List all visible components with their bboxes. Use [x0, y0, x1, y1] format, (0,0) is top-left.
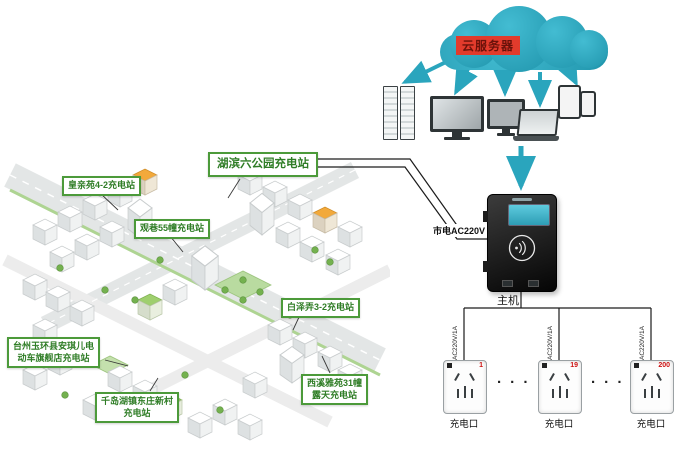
station-label: 观巷55幢充电站	[140, 223, 205, 233]
station-label: 充电站	[123, 407, 151, 418]
tablet-icon	[558, 85, 581, 119]
callout-leader-line	[149, 377, 159, 392]
cloud-server-icon: 云服务器	[428, 4, 618, 76]
cloud-to-server-arrow	[401, 60, 447, 84]
socket-number: 19	[570, 362, 578, 369]
station-callout-xixi-yayuan: 西溪雅苑31幢 露天充电站	[301, 374, 369, 406]
cloud-to-monitor-arrow	[454, 65, 478, 96]
socket-qr-mark	[542, 363, 547, 368]
socket-port-label: 充电口	[449, 419, 479, 430]
ellipsis: · · ·	[591, 374, 625, 391]
host-connector	[502, 280, 513, 287]
cable-rating-label: AC220V/1A	[547, 326, 554, 360]
mains-power-label: 市电AC220V	[431, 224, 488, 237]
charging-socket-1: 1	[443, 360, 487, 414]
callout-leader-line	[104, 359, 129, 367]
cable-rating-label: AC220V/1A	[639, 326, 646, 360]
host-mount-tab	[483, 261, 488, 272]
laptop-icon	[513, 109, 560, 141]
station-callout-guanxiang: 观巷55幢充电站	[134, 219, 211, 239]
station-label: 千岛湖镇东庄新村	[101, 396, 174, 406]
callout-leader-line	[321, 355, 331, 374]
host-to-sockets-wires	[463, 290, 652, 360]
cloud-shape	[570, 30, 608, 68]
station-to-host-wire	[315, 158, 487, 232]
charging-socket-200: 200	[630, 360, 674, 414]
station-label: 动车旗舰店充电站	[17, 352, 90, 363]
socket-port-label: 充电口	[636, 419, 666, 430]
host-logo	[512, 198, 532, 201]
station-label: 湖滨六公园充电站	[217, 158, 309, 170]
socket-qr-mark	[634, 363, 639, 368]
station-callout-qiandaohu: 千岛湖镇东庄新村 充电站	[95, 392, 180, 424]
cloud-server-label: 云服务器	[456, 36, 521, 55]
host-mount-tab	[483, 211, 488, 222]
callout-leader-line	[227, 178, 241, 199]
city-map	[2, 161, 390, 441]
socket-number: 200	[658, 362, 670, 369]
host-screen	[508, 204, 550, 226]
server-rack-icon	[383, 86, 415, 140]
phone-icon	[580, 91, 596, 117]
station-callout-huangqinyuan: 皇亲苑4-2充电站	[62, 176, 142, 196]
host-label: 主机	[497, 295, 519, 307]
charging-host-unit	[483, 194, 557, 292]
station-label: 露天充电站	[312, 389, 358, 400]
socket-number: 1	[479, 362, 483, 369]
socket-qr-mark	[447, 363, 452, 368]
monitor-icon	[430, 96, 484, 140]
host-connector	[528, 280, 539, 287]
station-callout-taizhou-yuhuan: 台州玉环县安琪儿电 动车旗舰店充电站	[7, 337, 101, 369]
ellipsis: · · ·	[497, 374, 531, 391]
station-label: 西溪雅苑31幢	[307, 378, 363, 388]
station-label: 皇亲苑4-2充电站	[68, 180, 136, 190]
station-label: 白泽弄3-2充电站	[287, 302, 355, 312]
station-label: 台州玉环县安琪儿电	[13, 341, 95, 351]
station-callout-hubin-park: 湖滨六公园充电站	[208, 152, 318, 177]
contactless-icon	[508, 234, 536, 262]
cable-rating-label: AC220V/1A	[452, 326, 459, 360]
socket-port-label: 充电口	[544, 419, 574, 430]
charging-socket-19: 19	[538, 360, 582, 414]
station-callout-baizelong: 白泽弄3-2充电站	[281, 298, 361, 318]
station-to-host-wire	[315, 166, 487, 240]
callout-leader-line	[99, 192, 119, 211]
